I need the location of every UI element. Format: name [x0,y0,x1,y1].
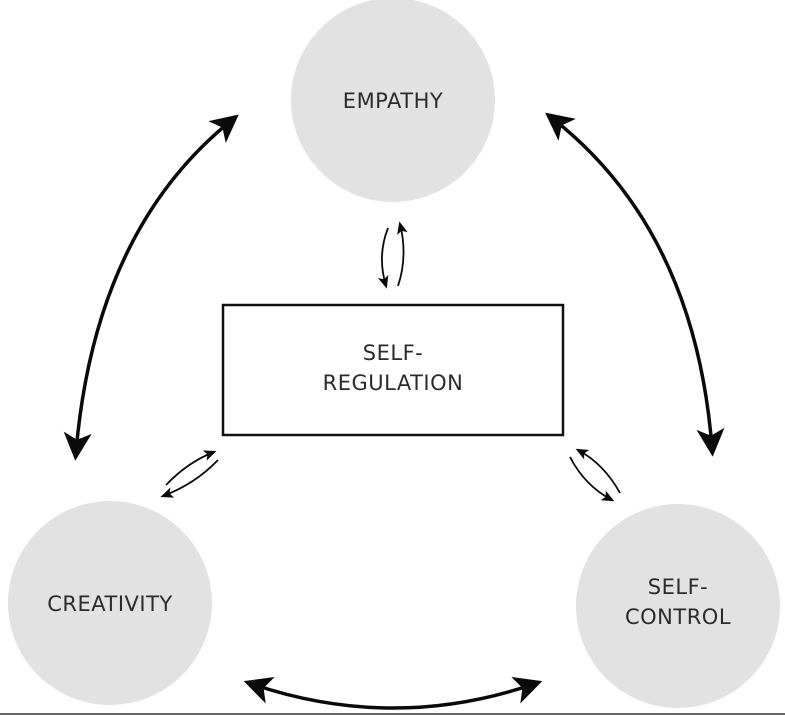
self-regulation-label-line2: REGULATION [323,371,464,395]
empathy-circle [291,0,495,202]
empathy-label: EMPATHY [343,89,443,113]
creativity-self-control-arrow [243,676,543,710]
creativity-to-regulation-arrow [165,450,217,486]
creativity-label: CREATIVITY [47,592,173,616]
regulation-to-control-arrow [569,456,615,502]
creativity-circle [8,501,212,705]
empathy-to-regulation-arrow [377,227,389,289]
self-control-circle [576,504,780,708]
self-control-label-line1: SELF- [648,575,708,599]
regulation-to-creativity-arrow [160,459,219,498]
self-control-label-line2: CONTROL [625,605,731,629]
empathy-creativity-arrow [63,114,239,461]
self-regulation-label-line1: SELF- [363,341,423,365]
self-regulation-box [221,303,565,437]
regulation-to-empathy-arrow [397,221,408,287]
control-to-regulation-arrow [575,448,621,494]
empathy-self-control-arrow [545,112,725,457]
